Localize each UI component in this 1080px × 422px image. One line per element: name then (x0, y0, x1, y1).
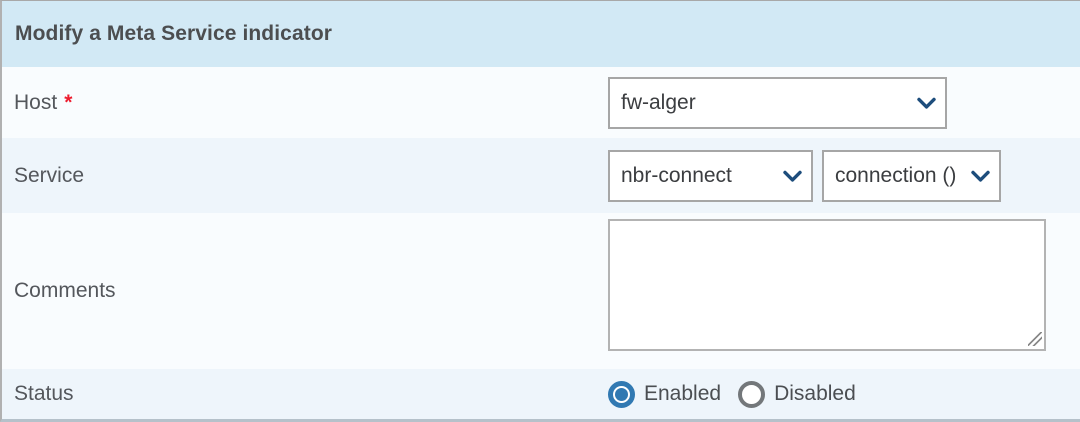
status-disabled-option[interactable]: Disabled (738, 380, 856, 408)
service-select[interactable]: nbr-connect (608, 149, 813, 202)
service-control: nbr-connect connection () (608, 149, 1001, 202)
comments-label: Comments (2, 279, 608, 303)
service-row: Service nbr-connect connection () (2, 138, 1080, 213)
status-label: Status (2, 382, 608, 406)
host-select[interactable]: fw-alger (608, 76, 947, 129)
service-label-text: Service (14, 163, 85, 187)
comments-row: Comments (2, 213, 1080, 369)
metric-select-wrap: connection () (822, 149, 1001, 202)
status-label-text: Status (14, 382, 74, 405)
host-select-wrap: fw-alger (608, 76, 947, 129)
form-title: Modify a Meta Service indicator (15, 22, 333, 45)
status-disabled-label: Disabled (774, 382, 856, 405)
status-enabled-option[interactable]: Enabled (608, 380, 722, 408)
radio-unselected-icon[interactable] (738, 380, 766, 408)
radio-selected-icon[interactable] (608, 380, 635, 408)
form-header: Modify a Meta Service indicator (2, 1, 1080, 67)
comments-textarea[interactable] (608, 218, 1046, 351)
host-label: Host * (2, 91, 608, 115)
metric-select[interactable]: connection () (822, 149, 1001, 202)
status-radio-group: Enabled Disabled (608, 380, 856, 408)
service-select-wrap: nbr-connect (608, 149, 813, 202)
service-label: Service (2, 164, 608, 188)
comments-textarea-wrap (608, 218, 1046, 351)
required-asterisk: * (64, 90, 73, 114)
status-enabled-label: Enabled (644, 382, 722, 405)
host-row: Host * fw-alger (2, 67, 1080, 138)
host-label-text: Host (14, 90, 58, 114)
host-control: fw-alger (608, 76, 947, 129)
status-control: Enabled Disabled (608, 380, 856, 408)
status-row: Status Enabled Disabled (2, 369, 1080, 419)
comments-label-text: Comments (14, 279, 116, 302)
comments-control (608, 218, 1046, 351)
